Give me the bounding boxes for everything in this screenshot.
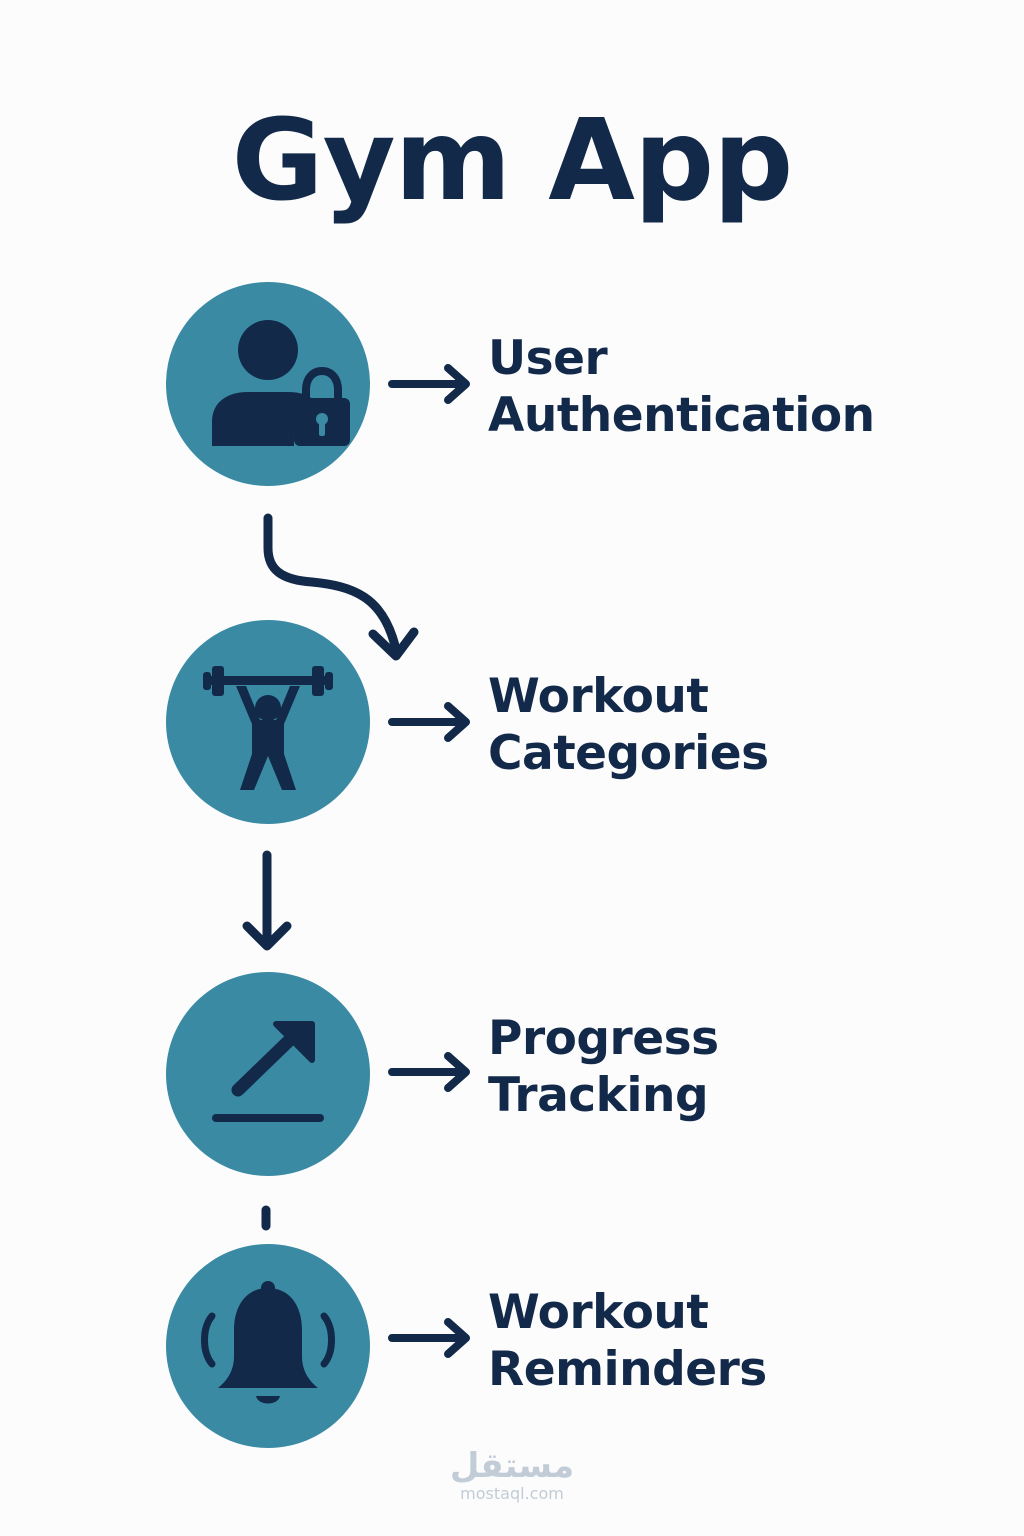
user-lock-icon bbox=[212, 320, 350, 446]
step-label-line-2: Categories bbox=[488, 726, 769, 781]
watermark: مستقل mostaql.com bbox=[412, 1448, 612, 1504]
arrow-right-icon bbox=[388, 1318, 470, 1358]
trend-arrow-icon bbox=[212, 1021, 324, 1122]
watermark-logo: مستقل bbox=[449, 1446, 575, 1486]
step-label-line-2: Reminders bbox=[488, 1342, 767, 1397]
step-label-line-1: Progress bbox=[488, 1011, 719, 1066]
step-label-line-1: User bbox=[488, 331, 608, 386]
step-label-workout-categories: Workout Categories bbox=[488, 668, 769, 782]
bell-icon bbox=[201, 1281, 335, 1404]
straight-connector-arrow bbox=[242, 850, 292, 951]
step-label-line-2: Authentication bbox=[488, 388, 875, 443]
step-label-line-1: Workout bbox=[488, 669, 709, 724]
watermark-url: mostaql.com bbox=[460, 1484, 564, 1503]
arrow-right-icon bbox=[388, 364, 470, 404]
step-label-progress-tracking: Progress Tracking bbox=[488, 1010, 719, 1124]
arrow-right-icon bbox=[388, 1052, 470, 1092]
step-circle-user-authentication bbox=[166, 282, 370, 486]
step-label-line-1: Workout bbox=[488, 1285, 709, 1340]
weightlifter-icon bbox=[203, 666, 333, 790]
step-label-line-2: Tracking bbox=[488, 1068, 709, 1123]
step-circle-progress-tracking bbox=[166, 972, 370, 1176]
step-circle-workout-categories bbox=[166, 620, 370, 824]
page-title: Gym App bbox=[231, 96, 794, 226]
step-label-user-authentication: User Authentication bbox=[488, 330, 875, 444]
arrow-right-icon bbox=[388, 702, 470, 742]
step-label-workout-reminders: Workout Reminders bbox=[488, 1284, 767, 1398]
step-circle-workout-reminders bbox=[166, 1244, 370, 1448]
